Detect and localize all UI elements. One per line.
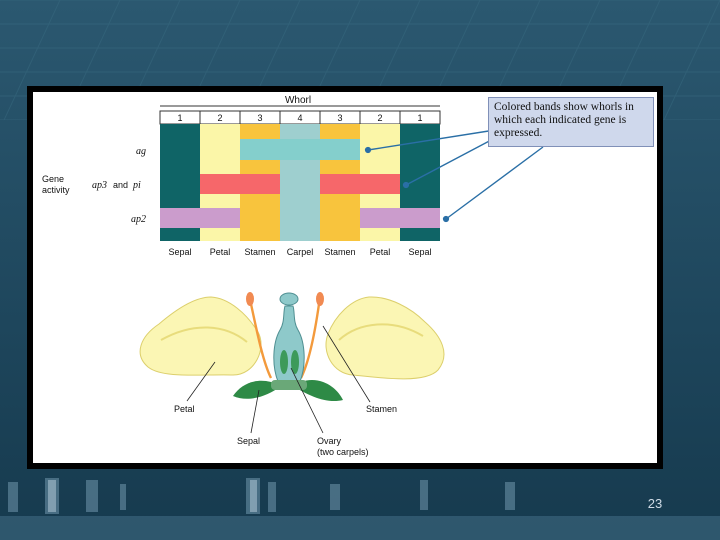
whorl-number-5: 3: [337, 113, 342, 123]
ap2-label: ap2: [131, 214, 146, 225]
callout-box: Colored bands show whorls in which each …: [488, 97, 654, 147]
left-petal: [139, 296, 262, 376]
ag-band: [240, 139, 360, 160]
organ-label-petal-right: Petal: [370, 247, 391, 257]
receptacle: [271, 380, 307, 390]
right-petal: [325, 296, 445, 380]
slide-number: 23: [647, 496, 663, 511]
stigma: [279, 292, 299, 306]
ap3-pi-band-left: [200, 174, 280, 194]
flower-label-ovary: Ovary: [317, 436, 342, 446]
sepal-left: [233, 380, 281, 399]
abc-model-diagram: Whorl 1 2 3 4 3 2 1: [42, 95, 544, 457]
whorl-number-4: 4: [297, 113, 302, 123]
whorl-number-1: 1: [177, 113, 182, 123]
right-petal-crease: [338, 323, 424, 341]
whorl-title: Whorl: [285, 95, 311, 106]
left-anther: [246, 292, 254, 306]
organ-label-sepal-left: Sepal: [168, 247, 191, 257]
ap3-pi-band-right: [320, 174, 400, 194]
whorl-number-3: 3: [257, 113, 262, 123]
ovule-right: [291, 350, 299, 374]
figure-frame: Whorl 1 2 3 4 3 2 1: [27, 86, 663, 469]
left-petal-crease: [160, 326, 248, 343]
gene-activity-label-line1: Gene: [42, 174, 64, 184]
whorl-number-6: 2: [377, 113, 382, 123]
flower-label-petal: Petal: [174, 404, 195, 414]
right-anther: [316, 292, 324, 306]
organ-label-sepal-right: Sepal: [408, 247, 431, 257]
left-stamen-filament: [249, 303, 273, 379]
organ-label-petal-left: Petal: [210, 247, 231, 257]
ap2-band-right: [360, 208, 440, 228]
flower-label-stamen: Stamen: [366, 404, 397, 414]
callout-leaders: [364, 129, 544, 223]
organ-label-stamen-right: Stamen: [324, 247, 355, 257]
pi-label: pi: [132, 180, 141, 191]
flower-label-ovary-note: (two carpels): [317, 447, 369, 457]
flower-illustration: [139, 292, 445, 402]
ap3-label: ap3: [92, 180, 107, 191]
gene-activity-label-line2: activity: [42, 185, 70, 195]
figure-canvas: Whorl 1 2 3 4 3 2 1: [33, 92, 657, 463]
ap2-band-left: [160, 208, 240, 228]
whorl-number-7: 1: [417, 113, 422, 123]
callout-text: Colored bands show whorls in which each …: [494, 101, 634, 139]
whorl-number-2: 2: [217, 113, 222, 123]
ag-label: ag: [136, 146, 146, 157]
right-stamen-filament: [299, 303, 321, 379]
ovule-left: [280, 350, 288, 374]
carpel-body: [273, 305, 305, 385]
organ-label-carpel: Carpel: [287, 247, 314, 257]
and-label: and: [113, 180, 128, 190]
flower-label-sepal: Sepal: [237, 436, 260, 446]
organ-label-stamen-left: Stamen: [244, 247, 275, 257]
